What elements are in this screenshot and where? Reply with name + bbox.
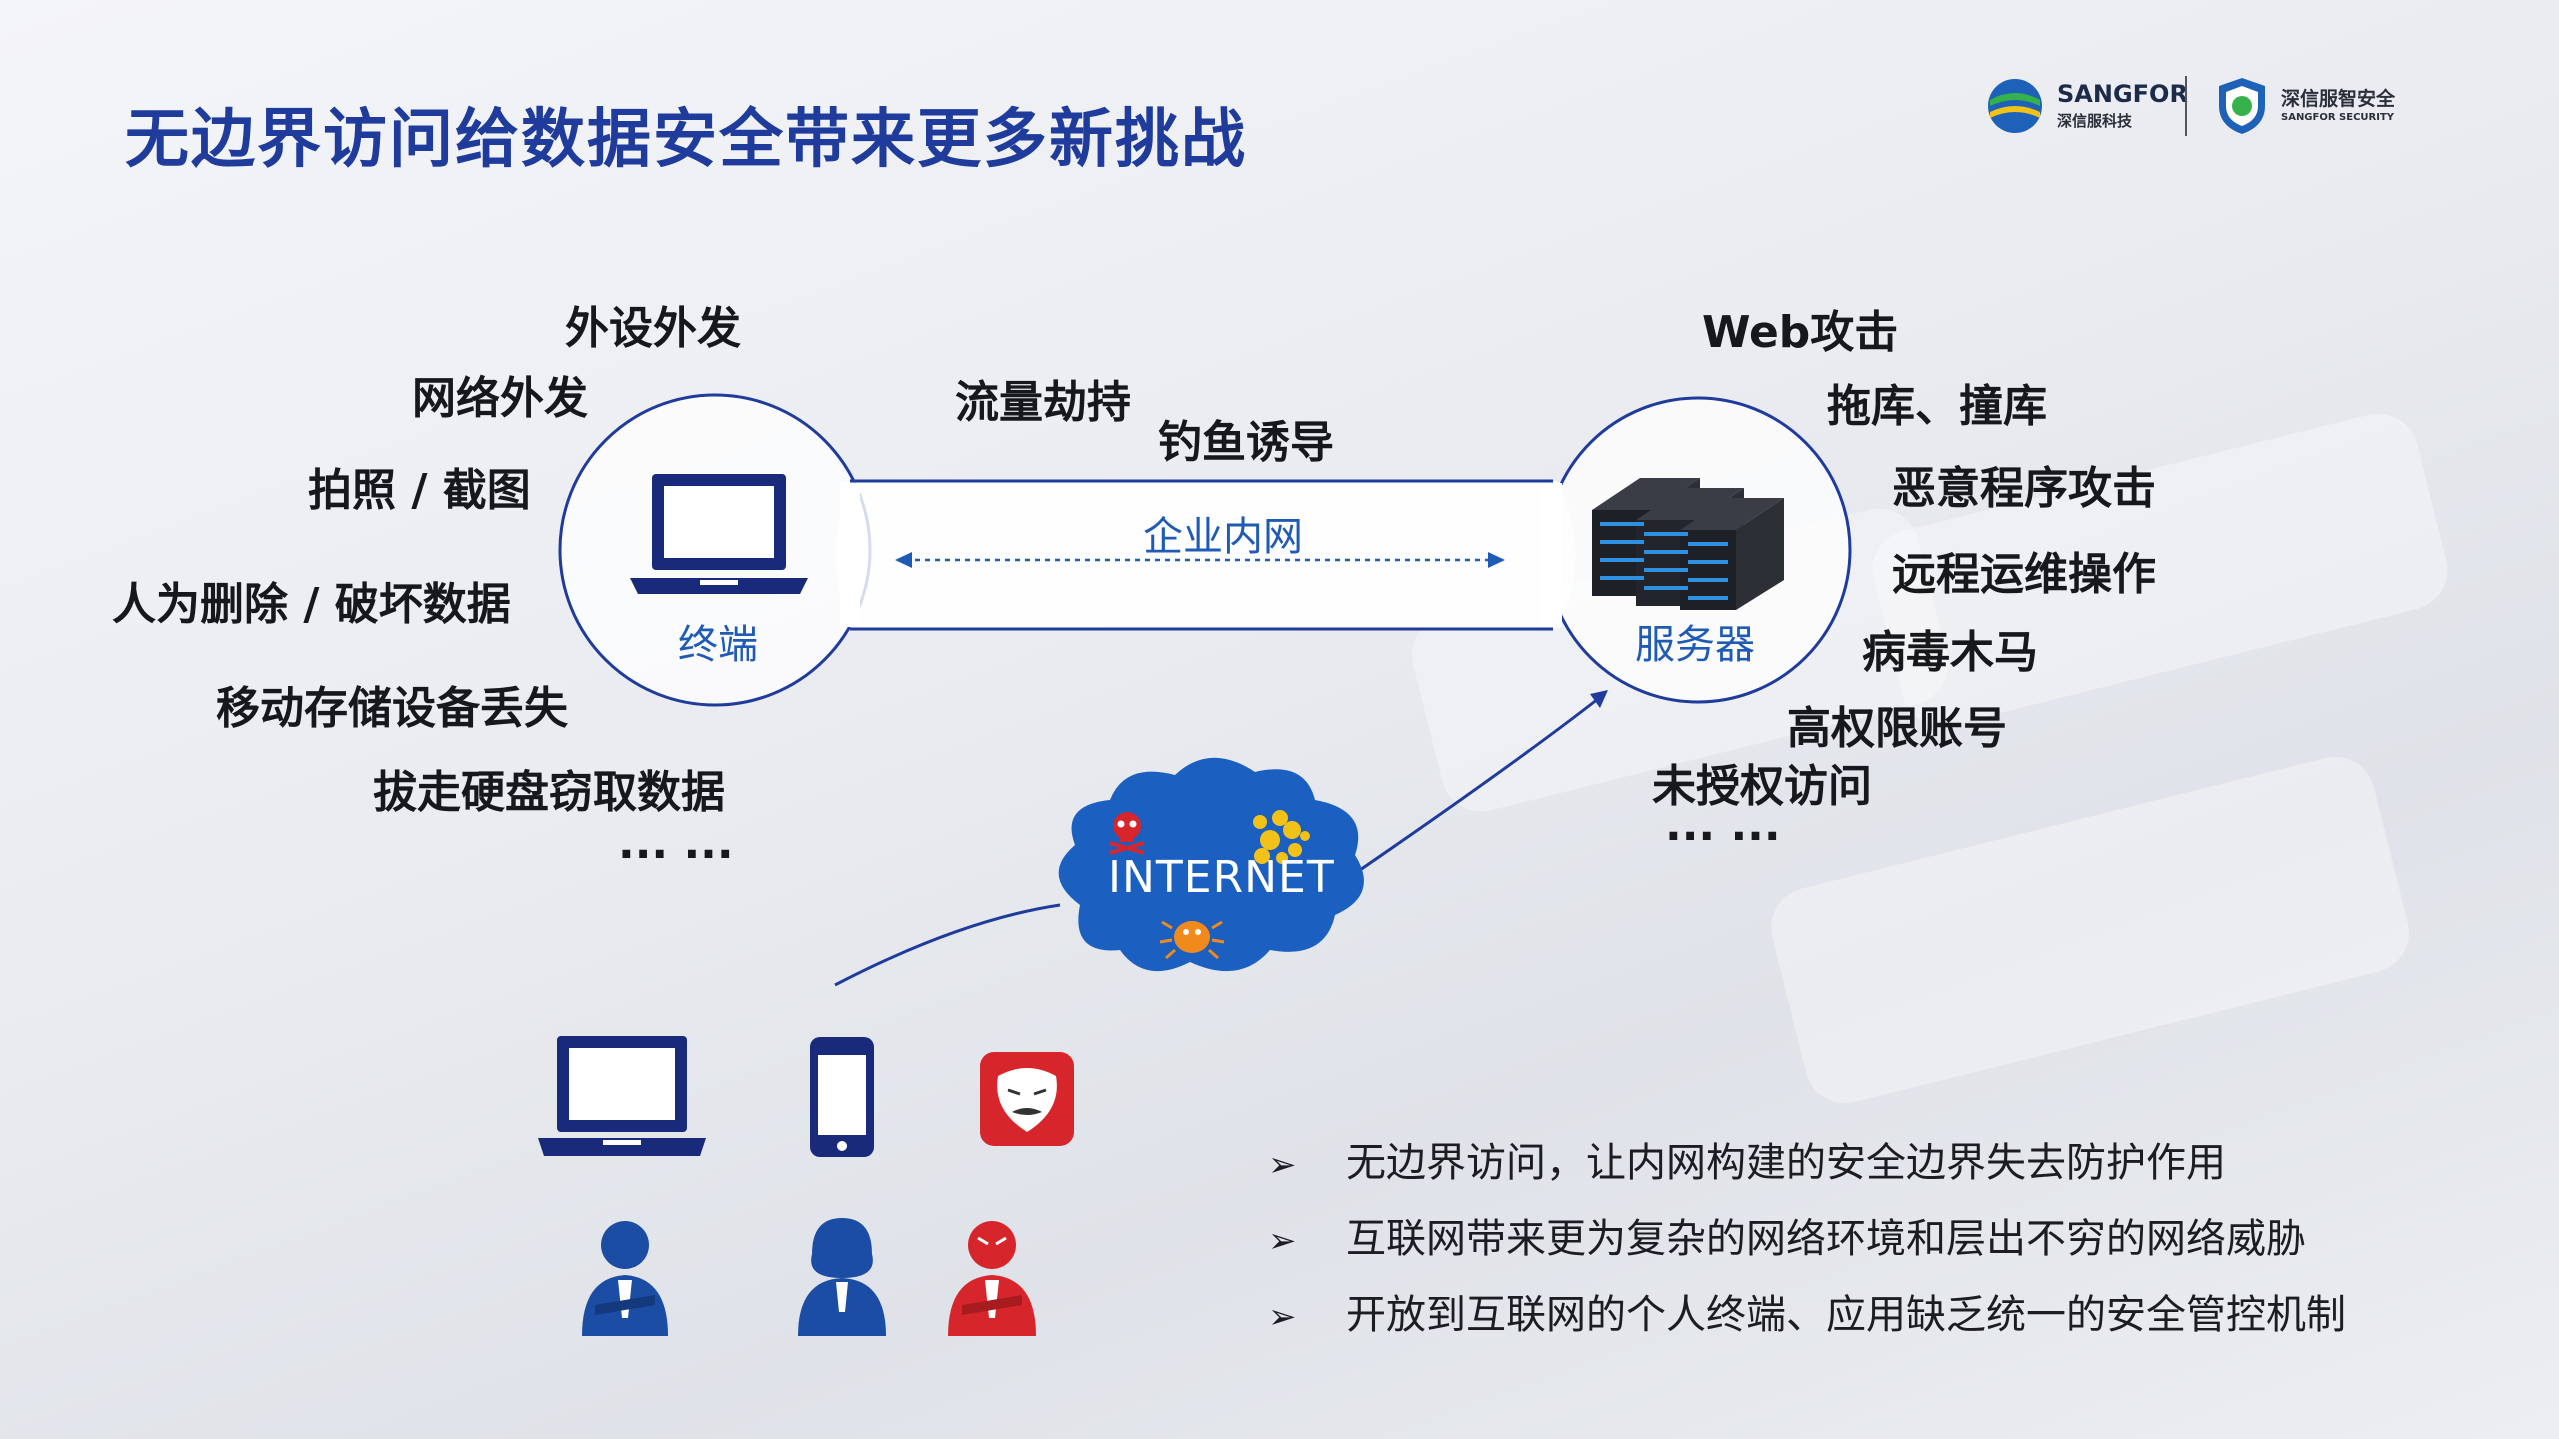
threat-lost-storage: 移动存储设备丢失 <box>216 683 568 734</box>
tunnel-joint <box>840 483 860 627</box>
arrow-right-head <box>1488 552 1505 568</box>
tunnel-fill <box>850 482 1560 628</box>
tunnel-joint <box>1540 483 1562 627</box>
sangfor-logo-icon <box>1988 79 2042 133</box>
bullet-item: ➢ 开放到互联网的个人终端、应用缺乏统一的安全管控机制 <box>1268 1282 2346 1340</box>
threat-phishing: 钓鱼诱导 <box>1158 417 1334 468</box>
security-shield-icon <box>2219 78 2265 134</box>
threat-virus-trojan: 病毒木马 <box>1862 627 2038 678</box>
threat-traffic-hijack: 流量劫持 <box>955 377 1131 428</box>
threat-network-outflow: 网络外发 <box>412 373 588 424</box>
attack-path-curve-1 <box>834 903 1061 987</box>
phone-icon <box>810 1037 874 1157</box>
arrow-left-head <box>895 552 912 568</box>
page-title: 无边界访问给数据安全带来更多新挑战 <box>125 103 1247 177</box>
bullet-arrow-icon: ➢ <box>1268 1297 1297 1337</box>
security-en: SANGFOR SECURITY <box>2281 112 2395 123</box>
threat-more-right: ... ... <box>1665 800 1781 851</box>
threat-malware: 恶意程序攻击 <box>1892 463 2156 514</box>
businesswoman-icon <box>798 1218 886 1336</box>
bullet-item: ➢ 互联网带来更为复杂的网络环境和层出不穷的网络威胁 <box>1268 1206 2306 1264</box>
bullet-arrow-icon: ➢ <box>1268 1145 1297 1185</box>
bug-icon <box>1159 920 1225 960</box>
threat-privileged-account: 高权限账号 <box>1787 703 2007 754</box>
threat-delete-destroy: 人为删除 / 破坏数据 <box>112 579 511 630</box>
security-cn: 深信服智安全 <box>2281 88 2396 110</box>
skull-icon <box>1109 812 1145 855</box>
bullet-text: 互联网带来更为复杂的网络环境和层出不穷的网络威胁 <box>1346 1216 2306 1262</box>
internet-label: INTERNET <box>1108 852 1335 903</box>
logo-divider <box>2185 76 2187 136</box>
hacker-icon <box>948 1221 1036 1336</box>
attack-arrow-head <box>1590 690 1608 708</box>
terminal-label: 终端 <box>678 622 758 668</box>
threat-photo-screenshot: 拍照 / 截图 <box>308 465 531 516</box>
attack-path-curve-2 <box>1359 693 1604 872</box>
server-rack-icon <box>1592 478 1784 610</box>
bullet-item: ➢ 无边界访问，让内网构建的安全边界失去防护作用 <box>1268 1130 2226 1188</box>
external-laptop-icon <box>538 1036 706 1156</box>
threat-more-left: ... ... <box>618 818 734 869</box>
threat-web-attack: Web攻击 <box>1702 307 1899 358</box>
anonymous-mask-icon <box>980 1052 1074 1146</box>
intranet-label: 企业内网 <box>1143 514 1303 560</box>
bullet-text: 无边界访问，让内网构建的安全边界失去防护作用 <box>1346 1140 2226 1186</box>
sangfor-en: SANGFOR <box>2057 80 2188 108</box>
threat-harddisk-theft: 拔走硬盘窃取数据 <box>373 767 725 818</box>
threat-remote-ops: 远程运维操作 <box>1892 549 2156 600</box>
threat-peripheral-outflow: 外设外发 <box>565 303 741 354</box>
businessman-icon <box>582 1221 668 1336</box>
sangfor-cn: 深信服科技 <box>2057 112 2133 130</box>
server-label: 服务器 <box>1635 622 1755 668</box>
virus-icon <box>1253 810 1310 864</box>
brand-logos: SANGFOR 深信服科技 深信服智安全 SANGFOR SECURITY <box>1985 72 2405 142</box>
threat-db-dump: 拖库、撞库 <box>1827 381 2047 432</box>
internet-cloud <box>1058 757 1364 972</box>
threat-unauthorized-access: 未授权访问 <box>1652 761 1872 812</box>
bullet-arrow-icon: ➢ <box>1268 1221 1297 1261</box>
terminal-laptop-icon <box>630 474 808 594</box>
bullet-text: 开放到互联网的个人终端、应用缺乏统一的安全管控机制 <box>1346 1292 2346 1338</box>
